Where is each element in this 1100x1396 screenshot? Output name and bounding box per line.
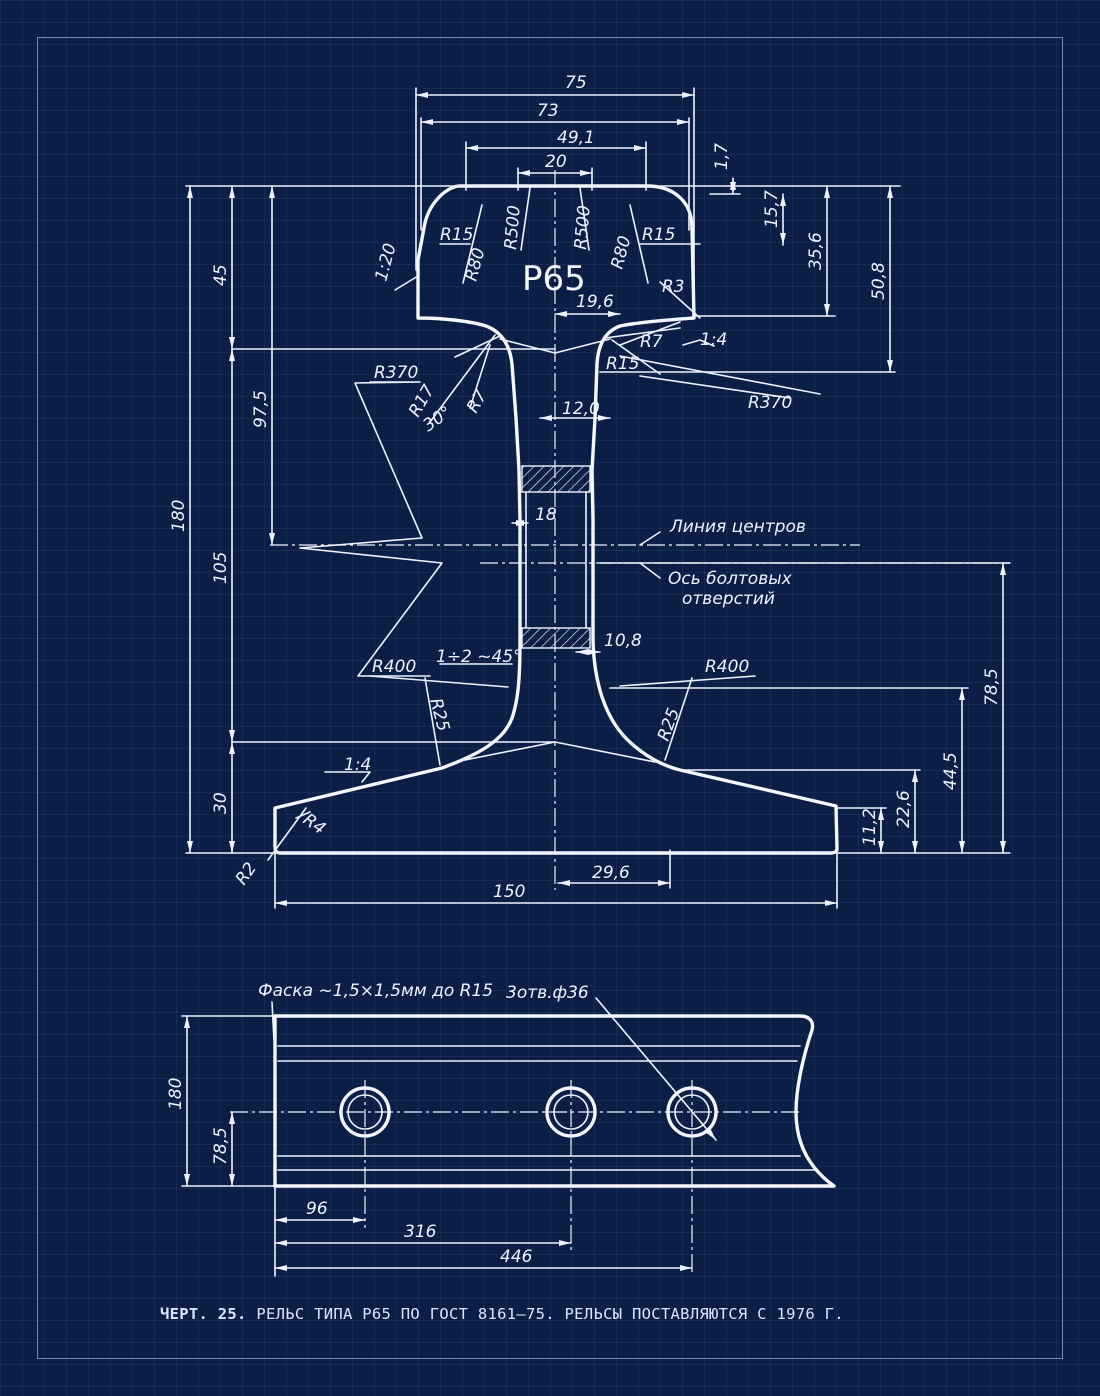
rail-cross-section: 75 73 49,1 20 Р65 R15 R15 R80 R80 R500 R…	[169, 73, 1011, 909]
r7-right: R7	[640, 332, 663, 352]
dim-97-5: 97,5	[251, 390, 271, 428]
r500-right: R500	[571, 205, 595, 251]
slope-1-20: 1:20	[372, 241, 401, 283]
dim-45: 45	[211, 264, 231, 286]
bolt-axis-label-1: Ось болтовых	[668, 569, 793, 589]
side-view-outline	[273, 1014, 836, 1188]
dim-15-7: 15,7	[762, 190, 782, 228]
figure-caption: ЧЕРТ. 25. РЕЛЬС ТИПА Р65 ПО ГОСТ 8161—75…	[160, 1305, 844, 1323]
holes-note: 3отв.ф36	[506, 983, 589, 1003]
dim-35-6: 35,6	[806, 232, 826, 270]
dim-49-1: 49,1	[557, 128, 595, 148]
r500-left: R500	[501, 205, 525, 251]
dim-10-8: 10,8	[604, 631, 642, 651]
dim-73: 73	[537, 101, 559, 121]
dim-44-5: 44,5	[941, 752, 961, 790]
r80-left: R80	[462, 246, 490, 283]
dim-105: 105	[211, 552, 231, 584]
caption-text: РЕЛЬС ТИПА Р65 ПО ГОСТ 8161—75. РЕЛЬСЫ П…	[256, 1305, 844, 1323]
dim-50-8: 50,8	[869, 262, 889, 300]
chamfer-note-side: Фаска ~1,5×1,5мм до R15	[258, 981, 493, 1001]
r370-right: R370	[748, 393, 792, 413]
dim-18: 18	[535, 505, 557, 525]
web-hatch-lower	[521, 627, 591, 649]
slope-1-4-left: 1:4	[344, 755, 371, 775]
r15-left: R15	[440, 225, 473, 245]
bolt-axis-label-2: отверстий	[682, 589, 775, 609]
dim-29-6: 29,6	[592, 863, 630, 883]
r15-neck: R15	[606, 354, 639, 374]
r15-right: R15	[642, 225, 675, 245]
rail-type-label: Р65	[522, 259, 586, 299]
dim-20: 20	[545, 152, 567, 172]
slope-1-4-right: 1:4	[700, 330, 727, 350]
rail-side-view: Фаска ~1,5×1,5мм до R15 3отв.ф36 180 78,…	[166, 981, 836, 1277]
dim-30: 30	[211, 792, 231, 814]
caption-prefix: ЧЕРТ. 25.	[160, 1305, 247, 1323]
r2-label: R2	[232, 859, 261, 889]
r370-left-leader	[299, 381, 443, 677]
dim-96: 96	[306, 1199, 328, 1219]
drawing-frame	[37, 37, 1063, 1359]
dim-78-5: 78,5	[982, 668, 1002, 706]
dim-12-0: 12,0	[562, 399, 600, 419]
r25-left: R25	[425, 696, 453, 733]
dim-150: 150	[493, 882, 525, 902]
dim-180-section: 180	[169, 500, 189, 532]
chamfer-note: 1÷2 ~45°	[436, 647, 522, 667]
dim-316: 316	[404, 1222, 437, 1242]
r400-left: R400	[372, 657, 416, 677]
dim-180-side: 180	[166, 1078, 186, 1110]
dim-1-7: 1,7	[712, 143, 732, 170]
dim-446: 446	[500, 1247, 533, 1267]
dim-11-2: 11,2	[860, 808, 880, 846]
dim-19-6: 19,6	[576, 292, 614, 312]
r25-right: R25	[654, 705, 684, 743]
centers-line-label: Линия центров	[669, 517, 806, 537]
r80-right: R80	[608, 234, 636, 271]
dim-75: 75	[565, 73, 587, 93]
r370-left: R370	[374, 363, 418, 383]
r7-left: R7	[463, 387, 492, 417]
web-hatch-upper	[521, 465, 591, 493]
dim-22-6: 22,6	[894, 790, 914, 828]
r3-label: R3	[662, 277, 685, 297]
dim-78-5-side: 78,5	[211, 1127, 231, 1165]
r400-right: R400	[705, 657, 749, 677]
